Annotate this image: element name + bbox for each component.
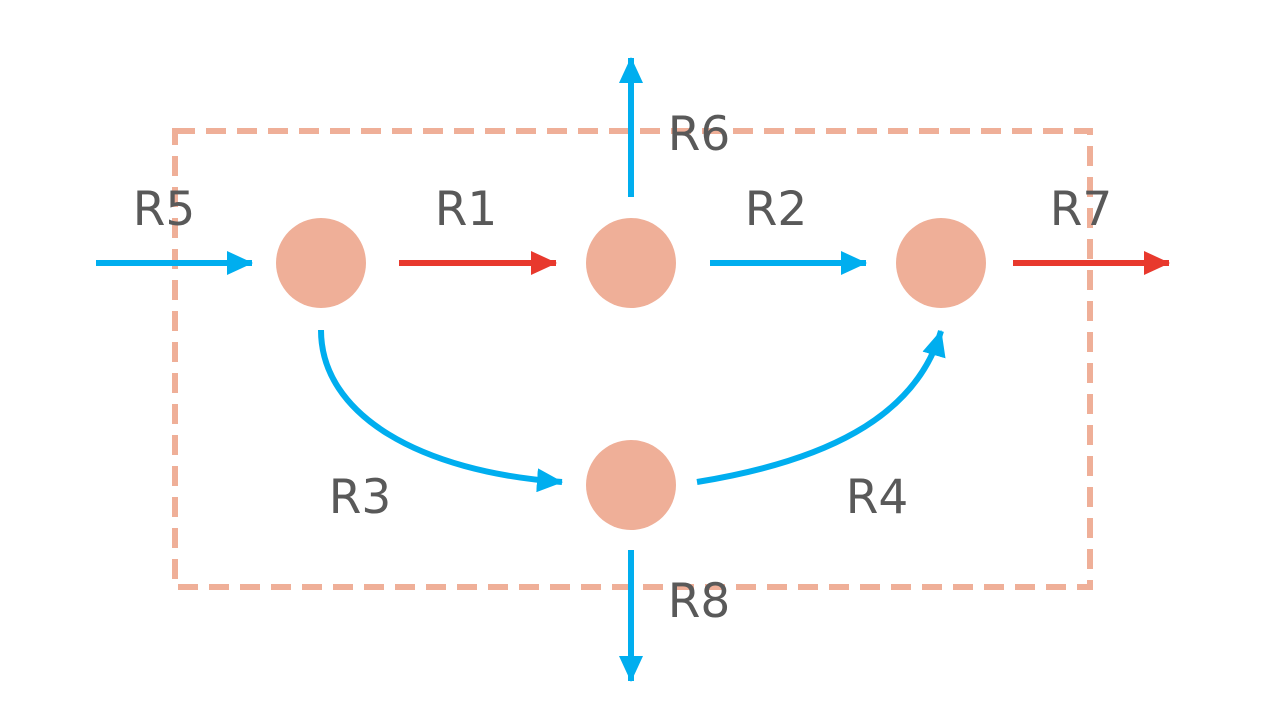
- label-r4: R4: [846, 470, 909, 525]
- label-r1: R1: [435, 182, 498, 237]
- node-b: [586, 218, 676, 308]
- label-r2: R2: [745, 182, 808, 237]
- edge-r3-arrow: [318, 329, 563, 493]
- label-r7: R7: [1050, 182, 1113, 237]
- edge-r4-arrow: [696, 330, 946, 485]
- node-c: [896, 218, 986, 308]
- node-a: [276, 218, 366, 308]
- label-r3: R3: [329, 470, 392, 525]
- label-r5: R5: [133, 182, 196, 237]
- node-d: [586, 440, 676, 530]
- label-r6: R6: [668, 107, 731, 162]
- label-r8: R8: [668, 574, 731, 629]
- system-boundary: [172, 128, 1093, 590]
